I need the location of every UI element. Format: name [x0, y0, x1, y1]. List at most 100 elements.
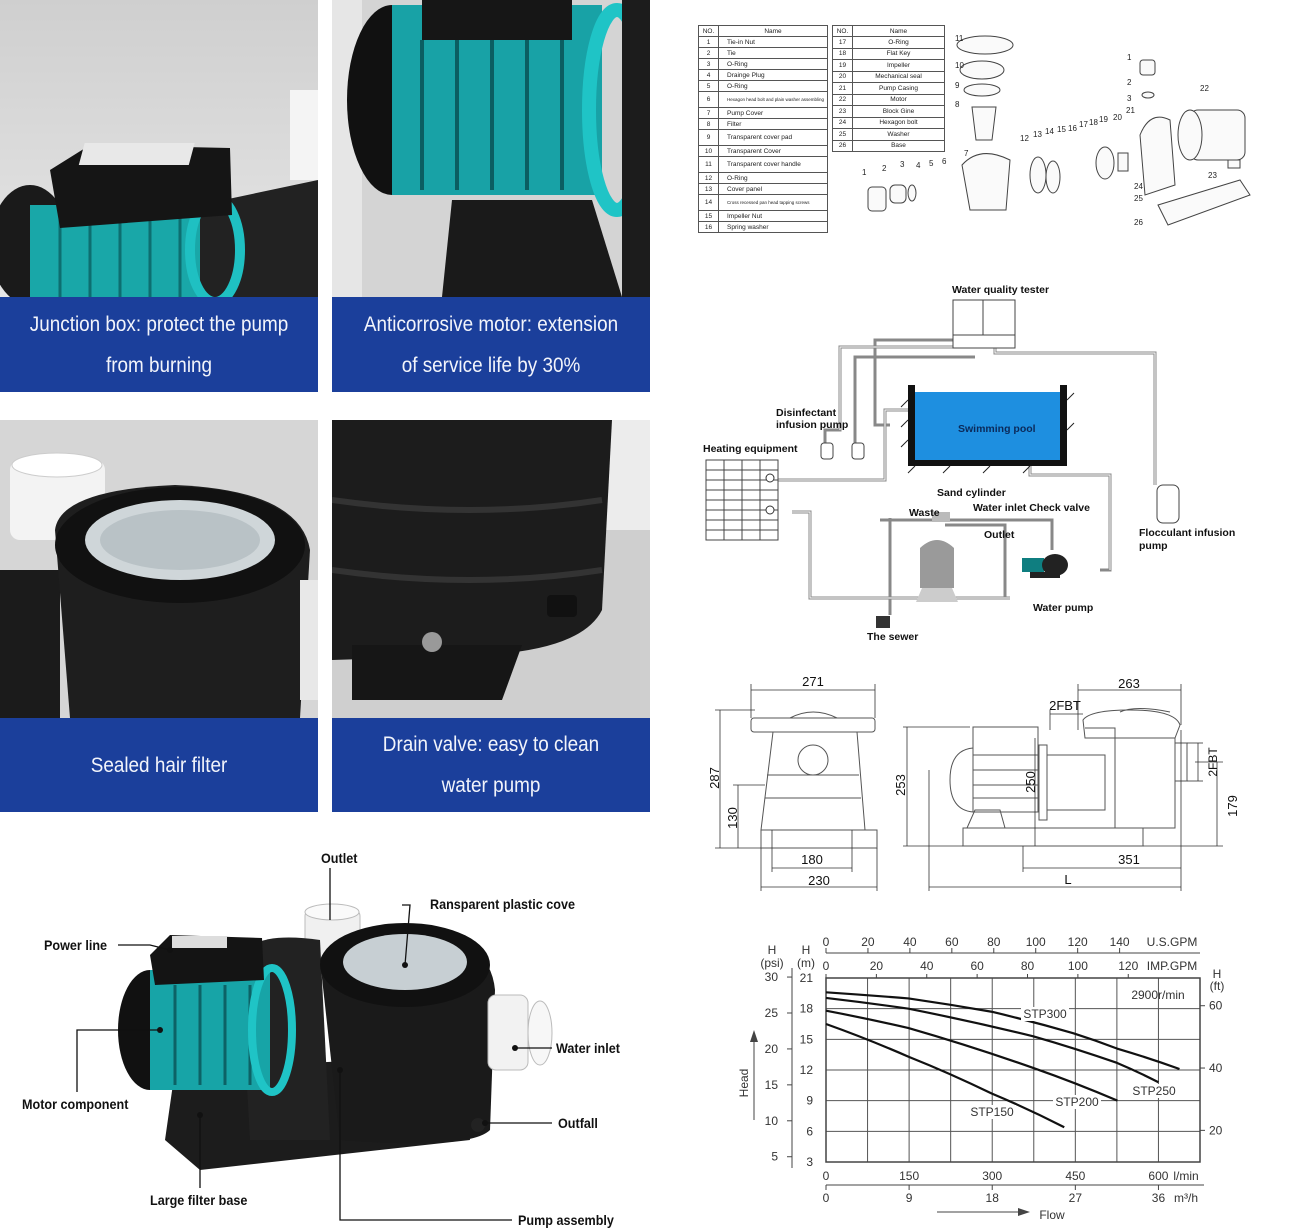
- part-callout-number: 1: [1127, 53, 1132, 62]
- psi-axis-unit: (psi): [760, 956, 783, 970]
- label-pump-assembly: Pump assembly: [518, 1212, 614, 1228]
- x-tick-label-lmin: 450: [1065, 1169, 1085, 1183]
- imp-gpm-axis-title: IMP.GPM: [1147, 959, 1197, 973]
- series-label-bg: [968, 1105, 1016, 1119]
- plot-border: [825, 977, 1201, 1163]
- label-water-inlet: Water inlet: [556, 1040, 620, 1056]
- label-outfall: Outfall: [558, 1115, 598, 1131]
- x-tick-label-m3h: 18: [986, 1191, 1000, 1205]
- caption-line: Junction box: protect the pump: [29, 312, 289, 336]
- x-tick-label-imp-gpm: 20: [870, 959, 884, 973]
- label-water-inlet-check-valve: Water inlet Check valve: [973, 502, 1090, 514]
- header-name: Name: [852, 25, 945, 37]
- feature-caption: Junction box: protect the pump from burn…: [0, 297, 318, 392]
- drain-valve-photo: [332, 420, 650, 718]
- x-tick-label-lmin: 0: [823, 1169, 830, 1183]
- head-arrow-head: [750, 1030, 758, 1042]
- y-tick-label-m: 3: [806, 1155, 813, 1169]
- dim-side-height: 253: [893, 774, 908, 796]
- label-heating-equipment: Heating equipment: [703, 443, 798, 455]
- x-tick-label-us-gpm: 140: [1110, 935, 1130, 949]
- water-quality-tester-box: [952, 299, 1016, 349]
- part-callout-number: 22: [1200, 84, 1209, 93]
- caption-line: Drain valve: easy to clean: [382, 733, 600, 756]
- x-tick-label-us-gpm: 0: [823, 935, 830, 949]
- part-callout-number: 2: [882, 164, 887, 173]
- y-tick-label-m: 12: [800, 1063, 814, 1077]
- y-tick-label-psi: 5: [771, 1150, 778, 1164]
- x-tick-label-m3h: 27: [1069, 1191, 1083, 1205]
- part-callout-number: 9: [955, 81, 960, 90]
- x-tick-label-imp-gpm: 120: [1118, 959, 1138, 973]
- caption-line: of service life by 30%: [401, 353, 581, 377]
- dim-side-length: L: [1064, 872, 1071, 887]
- pump-anatomy-illustration: [76, 868, 553, 1221]
- series-label-bg: [1053, 1095, 1101, 1109]
- m3h-axis-title: m³/h: [1174, 1191, 1198, 1205]
- part-callout-number: 23: [1208, 171, 1217, 180]
- series-label-bg: [1021, 1007, 1069, 1021]
- x-axis-unit-lmin: l/min: [1173, 1169, 1198, 1183]
- part-callout-number: 12: [1020, 134, 1029, 143]
- hair-filter-photo: [0, 420, 318, 718]
- part-callout-number: 6: [942, 157, 947, 166]
- label-motor-component: Motor component: [22, 1096, 129, 1112]
- label-power-line: Power line: [44, 937, 108, 953]
- part-callout-number: 19: [1099, 115, 1108, 124]
- x-tick-label-lmin: 150: [899, 1169, 919, 1183]
- y-tick-label-psi: 15: [765, 1078, 779, 1092]
- part-name: Spring washer: [718, 221, 828, 233]
- ft-axis-unit: (ft): [1210, 979, 1225, 993]
- dimension-drawing: 271 287 130 180 230 263 2FBT 2FBT 253 25…: [707, 674, 1240, 891]
- sand-cylinder: [920, 540, 954, 588]
- part-name: Base: [852, 139, 945, 152]
- series-line-stp250: [825, 996, 1159, 1084]
- heating-equipment-grid: [705, 459, 779, 541]
- feature-panel-drain-valve: Drain valve: easy to clean water pump: [332, 420, 650, 812]
- part-callout-number: 10: [955, 61, 964, 70]
- feature-caption: Anticorrosive motor: extension of servic…: [332, 297, 650, 392]
- x-tick-label-us-gpm: 120: [1068, 935, 1088, 949]
- dim-front-height: 287: [707, 767, 722, 789]
- part-callout-number: 14: [1045, 127, 1054, 136]
- header-no: NO.: [832, 25, 853, 37]
- x-tick-label-lmin: 300: [982, 1169, 1002, 1183]
- part-callout-number: 3: [1127, 94, 1132, 103]
- part-callout-number: 2: [1127, 78, 1132, 87]
- x-tick-label-imp-gpm: 40: [920, 959, 934, 973]
- label-water-pump: Water pump: [1033, 602, 1093, 614]
- x-tick-label-imp-gpm: 80: [1021, 959, 1035, 973]
- part-callout-number: 11: [955, 34, 964, 43]
- label-sand-cylinder: Sand cylinder: [937, 487, 1006, 499]
- label-transparent-cover: Ransparent plastic cove: [430, 896, 575, 912]
- part-callout-number: 8: [955, 100, 960, 109]
- label-disinfectant-pump-2: infusion pump: [776, 419, 848, 431]
- caption-line: Sealed hair filter: [90, 753, 228, 777]
- series-label-stp150: STP150: [970, 1105, 1014, 1119]
- feature-panel-hair-filter: Sealed hair filter: [0, 420, 318, 812]
- part-callout-number: 15: [1057, 125, 1066, 134]
- x-tick-label-m3h: 36: [1152, 1191, 1166, 1205]
- m-axis-title: H: [802, 943, 811, 957]
- pump-image: [118, 903, 553, 1170]
- part-callout-number: 4: [916, 161, 921, 170]
- part-callout-number: 7: [964, 149, 969, 158]
- us-gpm-axis-title: U.S.GPM: [1147, 935, 1198, 949]
- x-tick-label-us-gpm: 60: [945, 935, 959, 949]
- swimming-pool-water: [915, 392, 1063, 464]
- dim-side-inlet: 2FBT: [1206, 747, 1220, 777]
- part-callout-number: 17: [1079, 120, 1088, 129]
- series-line-stp150: [825, 1022, 1065, 1129]
- feature-caption: Drain valve: easy to clean water pump: [332, 718, 650, 812]
- series-label-stp300: STP300: [1023, 1007, 1067, 1021]
- part-callout-number: 16: [1068, 124, 1077, 133]
- label-sewer: The sewer: [867, 631, 918, 643]
- dim-side-flange: 250: [1023, 771, 1038, 793]
- part-name: Washer: [852, 128, 945, 141]
- label-water-quality-tester: Water quality tester: [952, 284, 1049, 296]
